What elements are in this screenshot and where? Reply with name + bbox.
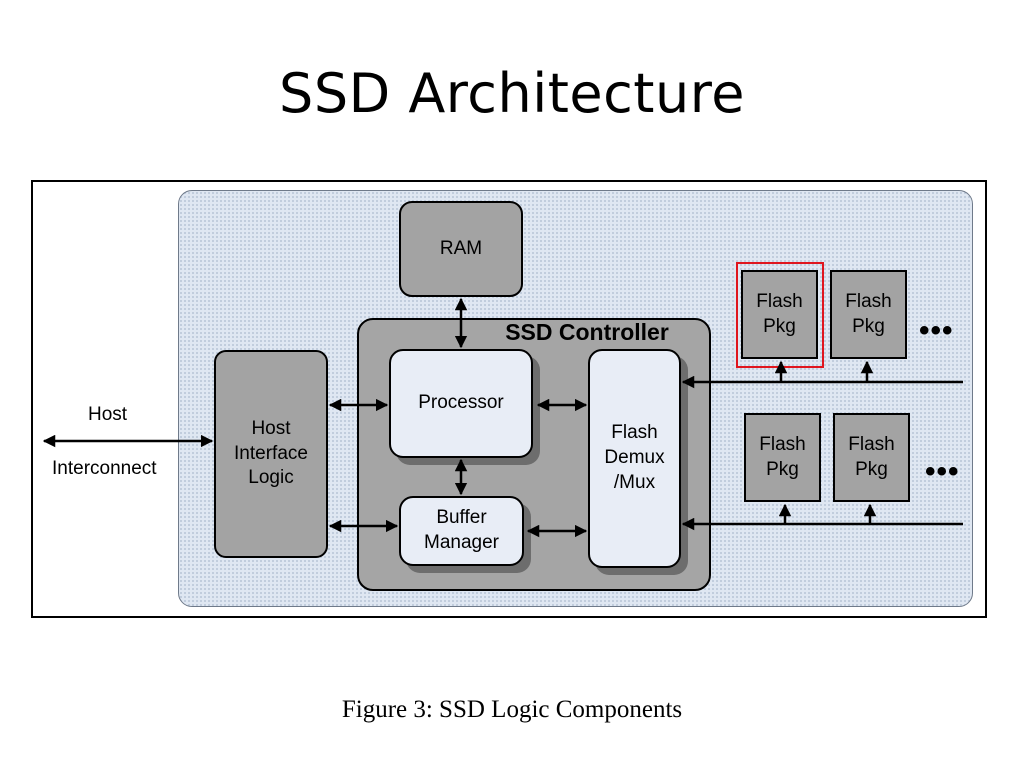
host-interface-logic-block: Host Interface Logic: [214, 350, 328, 558]
host-interface-line-3: Logic: [248, 467, 294, 489]
flash-pkg-top-2: Flash Pkg: [830, 270, 907, 359]
buffer-manager-line-1: Buffer: [436, 507, 487, 529]
buffer-manager-line-2: Manager: [424, 532, 499, 553]
ssd-controller-label: SSD Controller: [505, 319, 669, 345]
flash-pkg-bottom-1: Flash Pkg: [744, 413, 821, 502]
ellipsis-top: •••: [919, 314, 954, 347]
flash-pkg-label-line-1: Flash: [848, 433, 895, 455]
flash-pkg-label-line-1: Flash: [756, 290, 803, 312]
flash-pkg-label-line-1: Flash: [759, 433, 806, 455]
flash-pkg-label-line-2: Pkg: [855, 458, 888, 480]
flash-pkg-top-1: Flash Pkg: [741, 270, 818, 359]
flash-demux-mux-block: Flash Demux /Mux: [588, 349, 681, 568]
ram-label: RAM: [439, 237, 483, 259]
buffer-manager-block: Buffer Manager: [399, 496, 524, 566]
host-interface-line-1: Host: [251, 417, 291, 439]
flash-demux-line-1: Flash: [611, 422, 658, 444]
ram-block: RAM: [399, 201, 523, 297]
flash-demux-line-2: Demux: [604, 447, 665, 469]
flash-demux-line-3: /Mux: [613, 471, 656, 493]
flash-pkg-bottom-2: Flash Pkg: [833, 413, 910, 502]
ellipsis-bottom: •••: [925, 455, 960, 488]
host-interface-line-2: Interface: [234, 442, 308, 464]
flash-pkg-label-line-2: Pkg: [763, 315, 796, 337]
flash-pkg-label-line-2: Pkg: [852, 315, 885, 337]
flash-pkg-label-line-2: Pkg: [766, 458, 799, 480]
processor-label: Processor: [418, 392, 504, 414]
flash-pkg-label-line-1: Flash: [845, 290, 892, 312]
figure-caption: Figure 3: SSD Logic Components: [341, 696, 683, 723]
host-label: Host: [88, 404, 128, 425]
slide-title: SSD Architecture: [279, 62, 745, 125]
processor-block: Processor: [389, 349, 533, 458]
interconnect-label: Interconnect: [52, 458, 157, 479]
